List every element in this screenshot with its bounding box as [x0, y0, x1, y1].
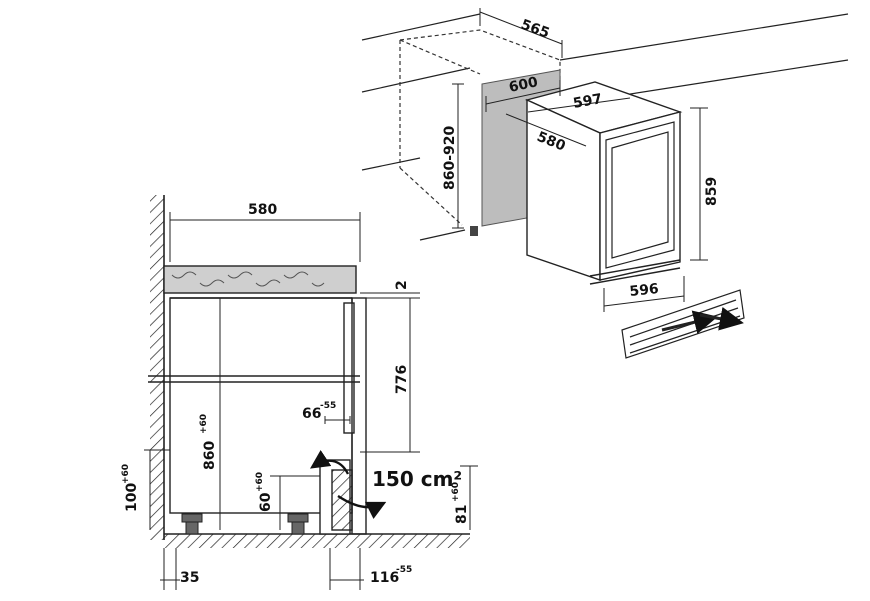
- wall: [150, 195, 164, 540]
- foot-height-tol: +60: [121, 464, 131, 484]
- iso-appliance: [524, 81, 683, 285]
- iso-foot: [470, 226, 478, 236]
- depth-label: 580: [248, 202, 277, 218]
- niche-height-label: 860-920: [442, 125, 458, 190]
- iso-view: 565 600 597 580 860-920 859 596: [361, 8, 849, 359]
- wall-gap-label: 35: [180, 570, 199, 586]
- section-dim-lines: [144, 212, 478, 590]
- plinth-height-label: 60: [258, 492, 274, 512]
- foot-height-label: 100: [124, 483, 140, 512]
- plinth-width-label: 596: [629, 281, 660, 300]
- section-feet: [181, 513, 309, 535]
- appliance-height-label: 859: [704, 177, 720, 206]
- airflow-arrows: [310, 450, 387, 520]
- section-view: 580 2 776 860 +60 66 -55 150 cm² 60 +60 …: [121, 195, 478, 590]
- plinth-height-tol: +60: [255, 472, 265, 492]
- vent-height-tol: +60: [451, 482, 461, 502]
- door-dim-label: 66: [302, 406, 321, 422]
- front-depth-label: 116: [370, 570, 399, 586]
- front-depth-tol: -55: [396, 565, 412, 575]
- floor: [164, 534, 470, 548]
- vent-height-label: 81: [454, 505, 470, 524]
- iso-vent-grille: [621, 289, 745, 359]
- countertop: [163, 265, 357, 294]
- door-dim-tol: -55: [320, 401, 336, 411]
- niche-width-label: 600: [508, 74, 540, 96]
- section-appliance: [148, 297, 367, 535]
- height-main-label: 776: [394, 365, 410, 394]
- iso-dim-lines: [452, 8, 708, 312]
- vent-area-label: 150 cm²: [372, 467, 462, 491]
- top-gap-label: 2: [394, 280, 410, 290]
- height-total-label: 860: [202, 441, 218, 470]
- appliance-width-label: 597: [572, 91, 604, 112]
- height-total-tol: +60: [199, 414, 209, 434]
- niche-depth-label: 565: [519, 17, 552, 42]
